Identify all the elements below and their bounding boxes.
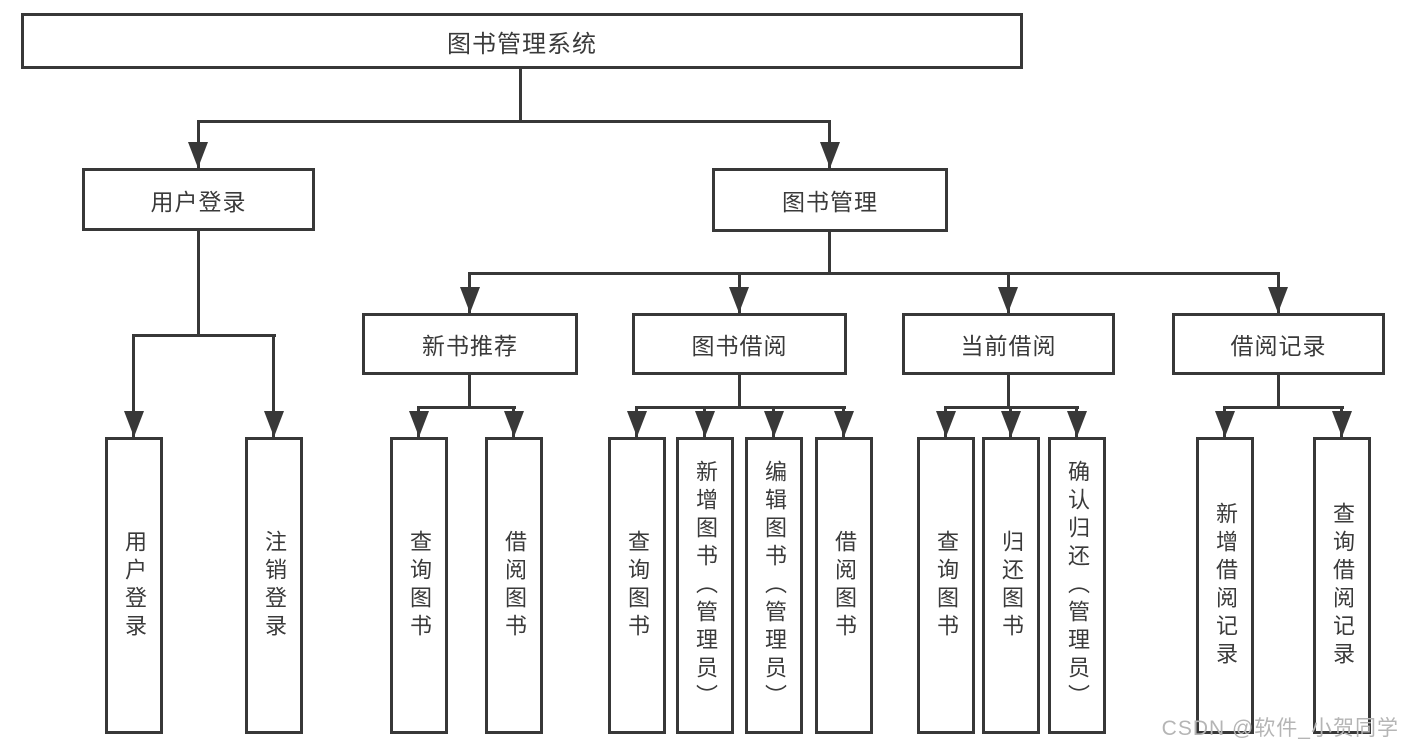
connector-bookmgmt-hline bbox=[468, 272, 1280, 275]
connector-stem-leaf bbox=[132, 334, 135, 437]
node-book-borrow-label: 图书借阅 bbox=[691, 333, 788, 359]
leaf-current-query-label: 查询图书 bbox=[934, 529, 959, 642]
node-new-books-label: 新书推荐 bbox=[422, 333, 518, 359]
arrowhead-icon bbox=[1332, 411, 1352, 437]
arrowhead-icon bbox=[188, 142, 208, 168]
leaf-borrow-query: 查询图书 bbox=[608, 437, 666, 734]
connector-bookmgmt-vline bbox=[828, 232, 831, 272]
arrowhead-icon bbox=[1001, 411, 1021, 437]
connector-records-vline bbox=[1277, 375, 1280, 406]
leaf-newbooks-borrow: 借阅图书 bbox=[485, 437, 543, 734]
connector-userlogin-vline bbox=[197, 231, 200, 334]
leaf-current-return-label: 归还图书 bbox=[999, 529, 1024, 642]
node-user-login-label: 用户登录 bbox=[150, 188, 247, 215]
leaf-newbooks-borrow-label: 借阅图书 bbox=[502, 529, 527, 642]
leaf-current-confirm-admin: 确认归还（管理员） bbox=[1048, 437, 1106, 734]
connector-bookborrow-hline bbox=[635, 406, 846, 409]
arrowhead-icon bbox=[1268, 287, 1288, 313]
arrowhead-icon bbox=[820, 142, 840, 168]
connector-userlogin-hline bbox=[132, 334, 276, 337]
leaf-logout: 注销登录 bbox=[245, 437, 303, 734]
leaf-records-add: 新增借阅记录 bbox=[1196, 437, 1254, 734]
connector-stem-leaf bbox=[272, 334, 275, 437]
connector-currentborrow-vline bbox=[1007, 375, 1010, 406]
leaf-user-login-label: 用户登录 bbox=[122, 529, 147, 642]
arrowhead-icon bbox=[998, 287, 1018, 313]
leaf-borrow-edit-admin-label: 编辑图书（管理员） bbox=[762, 459, 787, 712]
node-current-borrow-label: 当前借阅 bbox=[960, 333, 1057, 359]
arrowhead-icon bbox=[729, 287, 749, 313]
leaf-newbooks-query-label: 查询图书 bbox=[407, 529, 432, 642]
arrowhead-icon bbox=[264, 411, 284, 437]
connector-bookborrow-vline bbox=[738, 375, 741, 406]
arrowhead-icon bbox=[764, 411, 784, 437]
arrowhead-icon bbox=[409, 411, 429, 437]
node-book-borrow: 图书借阅 bbox=[632, 313, 847, 375]
node-root-label: 图书管理系统 bbox=[447, 30, 597, 58]
connector-records-hline bbox=[1223, 406, 1344, 409]
leaf-borrow-edit-admin: 编辑图书（管理员） bbox=[745, 437, 803, 734]
node-book-mgmt-label: 图书管理 bbox=[782, 189, 878, 215]
leaf-records-query: 查询借阅记录 bbox=[1313, 437, 1371, 734]
leaf-borrow-query-label: 查询图书 bbox=[625, 529, 650, 642]
node-user-login: 用户登录 bbox=[82, 168, 315, 231]
arrowhead-icon bbox=[834, 411, 854, 437]
leaf-borrow-add-admin-label: 新增图书（管理员） bbox=[693, 459, 718, 712]
leaf-newbooks-query: 查询图书 bbox=[390, 437, 448, 734]
arrowhead-icon bbox=[124, 411, 144, 437]
connector-root-vline bbox=[519, 69, 522, 120]
connector-newbooks-vline bbox=[468, 375, 471, 406]
leaf-current-confirm-admin-label: 确认归还（管理员） bbox=[1065, 459, 1090, 712]
leaf-borrow-book-label: 借阅图书 bbox=[832, 529, 857, 642]
arrowhead-icon bbox=[627, 411, 647, 437]
leaf-current-return: 归还图书 bbox=[982, 437, 1040, 734]
leaf-borrow-book: 借阅图书 bbox=[815, 437, 873, 734]
connector-root-hline bbox=[197, 120, 831, 123]
leaf-borrow-add-admin: 新增图书（管理员） bbox=[676, 437, 734, 734]
connector-newbooks-hline bbox=[417, 406, 516, 409]
leaf-logout-label: 注销登录 bbox=[262, 529, 287, 642]
node-borrow-records: 借阅记录 bbox=[1172, 313, 1385, 375]
leaf-user-login: 用户登录 bbox=[105, 437, 163, 734]
arrowhead-icon bbox=[695, 411, 715, 437]
arrowhead-icon bbox=[504, 411, 524, 437]
arrowhead-icon bbox=[936, 411, 956, 437]
node-book-mgmt: 图书管理 bbox=[712, 168, 948, 232]
leaf-records-add-label: 新增借阅记录 bbox=[1213, 501, 1238, 670]
arrowhead-icon bbox=[460, 287, 480, 313]
arrowhead-icon bbox=[1215, 411, 1235, 437]
arrowhead-icon bbox=[1067, 411, 1087, 437]
node-borrow-records-label: 借阅记录 bbox=[1230, 333, 1327, 359]
node-new-books: 新书推荐 bbox=[362, 313, 578, 375]
leaf-records-query-label: 查询借阅记录 bbox=[1330, 501, 1355, 670]
node-root: 图书管理系统 bbox=[21, 13, 1023, 69]
leaf-current-query: 查询图书 bbox=[917, 437, 975, 734]
node-current-borrow: 当前借阅 bbox=[902, 313, 1115, 375]
